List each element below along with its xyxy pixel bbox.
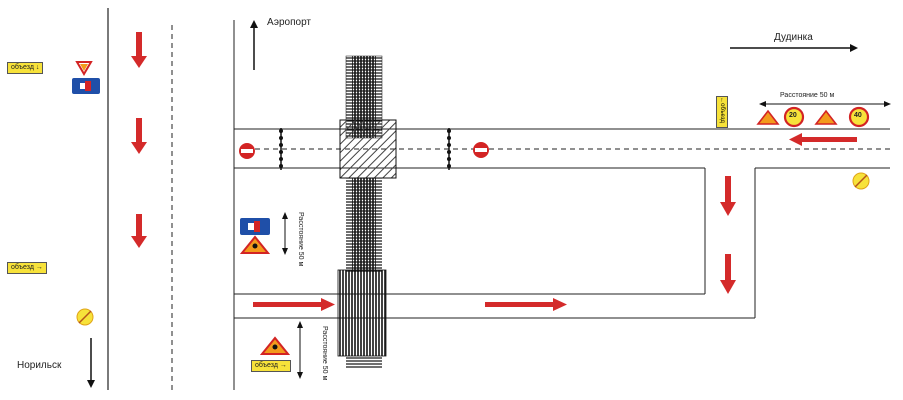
no-entry-icon (473, 142, 489, 158)
red-arrow-down (131, 32, 147, 68)
roadworks-sign-icon (756, 109, 780, 125)
warning-triangle-icon (75, 61, 93, 76)
dead-end-sign-icon (72, 78, 100, 94)
red-arrow-right (253, 298, 335, 311)
railway-rails-mid (352, 178, 376, 272)
distance-horizontal-label: Расстояние 50 м (780, 92, 835, 99)
distance-marker-horizontal (759, 101, 891, 107)
airport-direction-arrow (250, 20, 258, 70)
railway-crossing (339, 119, 397, 179)
detour-sign-top-left: объезд ↓ (7, 62, 44, 74)
distance-vertical-upper-label: Расстояние 50 м (297, 212, 304, 267)
norilsk-label: Норильск (17, 360, 62, 371)
speed-limit-20-icon (783, 106, 805, 128)
speed-limit-40-icon (848, 106, 870, 128)
railway-lower-block (337, 269, 387, 357)
dudinka-label: Дудинка (774, 32, 813, 43)
barrier-left (279, 128, 283, 170)
distance-vertical-lower-label: Расстояние 50 м (321, 326, 328, 381)
red-arrow-down (131, 118, 147, 154)
detour-sign-mid-left: объезд → (7, 262, 47, 274)
roadworks-sign-icon (259, 336, 291, 355)
detour-sign-bottom: объезд → (251, 360, 291, 372)
no-overtaking-icon (852, 172, 870, 190)
red-arrow-down (720, 176, 736, 216)
dead-end-sign-icon (240, 218, 270, 235)
distance-marker-vertical-upper (282, 212, 288, 255)
barrier-right (447, 128, 451, 170)
speed-limit-40-value: 40 (854, 112, 862, 119)
red-arrow-down (131, 214, 147, 248)
red-arrow-right (485, 298, 567, 311)
no-entry-icon (239, 143, 255, 159)
detour-sign-right-vertical-text: ←объезд (719, 97, 725, 123)
speed-limit-20-value: 20 (789, 112, 797, 119)
dudinka-direction-arrow (730, 44, 858, 52)
distance-marker-vertical-lower (297, 321, 303, 379)
norilsk-direction-arrow (87, 338, 95, 388)
detour-sign-right-vertical: ←объезд (716, 96, 728, 128)
roadworks-sign-icon (239, 235, 271, 254)
no-overtaking-icon (76, 308, 94, 326)
red-arrow-down (720, 254, 736, 294)
airport-label: Аэропорт (267, 17, 312, 28)
roadworks-sign-icon (814, 109, 838, 125)
railway-lower (346, 356, 382, 368)
red-arrow-left (789, 133, 857, 146)
